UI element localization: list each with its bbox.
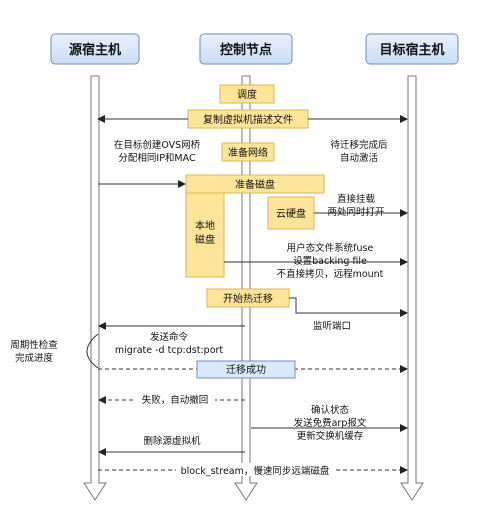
label-periodic-check-1: 周期性检查 bbox=[10, 339, 58, 351]
lane-source-label: 源宿主机 bbox=[69, 42, 121, 58]
label-periodic-check-2: 完成进度 bbox=[15, 352, 54, 364]
label-bg-fail bbox=[135, 393, 215, 406]
local-disk-label-2: 磁盘 bbox=[195, 233, 215, 246]
label-listen-port: 监听端口 bbox=[313, 320, 351, 332]
label-confirm-state-3: 更新交换机缓存 bbox=[297, 430, 364, 442]
label-wait-activate-2: 自动激活 bbox=[340, 152, 379, 164]
step-migration-success: 迁移成功 bbox=[196, 360, 296, 379]
lane-header-source: 源宿主机 bbox=[50, 33, 140, 65]
arrow-listen-port bbox=[289, 297, 408, 317]
label-block-stream: block_stream，慢速同步远端磁盘 bbox=[181, 465, 330, 477]
label-send-command-1: 发送命令 bbox=[150, 331, 189, 343]
label-direct-mount-2: 两处同时打开 bbox=[327, 206, 385, 218]
cloud-disk-box: 云硬盘 bbox=[267, 196, 315, 230]
step-start-migration: 开始热迁移 bbox=[206, 288, 290, 308]
arrow-periodic-loop bbox=[86, 333, 99, 369]
label-create-ovs-2: 分配相同IP和MAC bbox=[118, 152, 196, 164]
lifeline-source bbox=[83, 75, 107, 501]
label-direct-mount-1: 直接挂载 bbox=[337, 193, 376, 205]
label-wait-activate-1: 待迁移完成后 bbox=[330, 139, 388, 151]
step-prepare-network: 准备网络 bbox=[221, 142, 275, 162]
label-send-command-2: migrate -d tcp:dst:port bbox=[115, 345, 224, 356]
step-prepare-disk: 准备磁盘 bbox=[185, 174, 325, 194]
cloud-disk-label: 云硬盘 bbox=[276, 207, 306, 220]
label-confirm-state-1: 确认状态 bbox=[311, 404, 350, 416]
step-prepare-network-label: 准备网络 bbox=[228, 146, 268, 159]
label-create-ovs-1: 在目标创建OVS网桥 bbox=[114, 139, 201, 151]
lifeline-control bbox=[234, 75, 258, 501]
label-delete-source: 删除源虚拟机 bbox=[143, 435, 201, 447]
label-fail-rollback: 失败，自动撤回 bbox=[142, 394, 209, 406]
label-fuse-3: 不直接拷贝，远程mount bbox=[277, 268, 384, 280]
step-copy-descriptor-label: 复制虚拟机描述文件 bbox=[203, 113, 293, 126]
label-bg-block-stream bbox=[176, 463, 334, 476]
label-confirm-state-2: 发送免费arp报文 bbox=[294, 417, 367, 429]
step-prepare-disk-label: 准备磁盘 bbox=[235, 178, 275, 191]
step-schedule-label: 调度 bbox=[237, 88, 257, 101]
lane-header-target: 目标宿主机 bbox=[365, 33, 459, 65]
step-start-migration-label: 开始热迁移 bbox=[223, 292, 273, 305]
local-disk-box: 本地 磁盘 bbox=[185, 192, 225, 278]
label-fuse-1: 用户态文件系统fuse bbox=[287, 242, 374, 254]
step-schedule: 调度 bbox=[219, 84, 275, 104]
lane-header-control: 控制节点 bbox=[199, 33, 293, 65]
lane-target-label: 目标宿主机 bbox=[379, 42, 444, 58]
step-migration-success-label: 迁移成功 bbox=[226, 363, 266, 376]
step-copy-descriptor: 复制虚拟机描述文件 bbox=[187, 109, 309, 129]
lane-control-label: 控制节点 bbox=[220, 42, 272, 58]
local-disk-label-1: 本地 bbox=[195, 219, 215, 232]
lifeline-target bbox=[400, 75, 424, 501]
